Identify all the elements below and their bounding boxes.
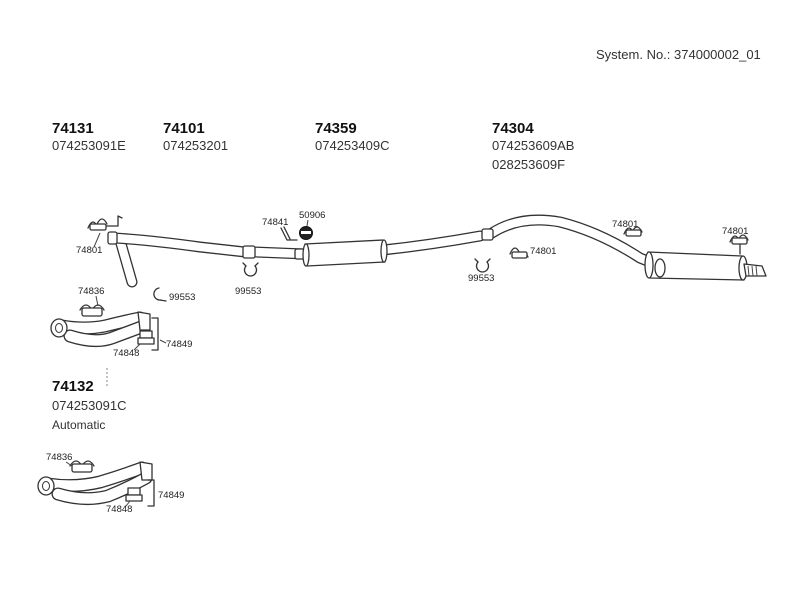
- callout-mount-mid: 74801: [530, 246, 556, 257]
- part-number-front-pipe: 74131: [52, 120, 94, 137]
- ref-number-intermediate-pipe: 074253201: [163, 138, 229, 153]
- clamp-left: [242, 262, 259, 277]
- ref-number-rear-silencer-alt: 028253609F: [492, 157, 566, 172]
- part-number-front-pipe-automatic: 74132: [52, 378, 94, 395]
- callout-bracket-top: 74849: [166, 339, 192, 350]
- gasket-top: [139, 330, 153, 339]
- rubber-mount-rear-1: [623, 226, 643, 237]
- ref-number-front-pipe: 074253091E: [52, 138, 126, 153]
- rubber-mount-rear-2: [729, 234, 749, 255]
- gasket-bottom: [127, 487, 141, 496]
- part-number-middle-silencer: 74359: [315, 120, 357, 137]
- pipe-inlet-front: [107, 231, 118, 245]
- callout-mount-rear-2: 74801: [722, 226, 748, 237]
- callout-gasket-bottom: 74848: [106, 504, 132, 515]
- rubber-mount-front: [87, 215, 123, 231]
- clamp-front: [153, 287, 167, 302]
- part-number-intermediate-pipe: 74101: [163, 120, 205, 137]
- ring-50906: [299, 226, 313, 240]
- callout-flange-top: 74836: [78, 286, 104, 297]
- bracket-bottom: [147, 479, 155, 507]
- callout-mount-rear-1: 74801: [612, 219, 638, 230]
- part-number-rear-silencer: 74304: [492, 120, 534, 137]
- ref-number-middle-silencer: 074253409C: [315, 138, 390, 153]
- callout-clamp-front: 99553: [169, 292, 195, 303]
- automatic-manifold-pipe: [37, 460, 155, 507]
- callout-gasket-top: 74848: [113, 348, 139, 359]
- ref-number-rear-silencer: 074253609AB: [492, 138, 575, 153]
- middle-silencer: [302, 239, 388, 267]
- callout-bracket-bottom: 74849: [158, 490, 184, 501]
- rear-silencer: [644, 251, 767, 281]
- callout-flange-bottom: 74836: [46, 452, 72, 463]
- callout-clamp-left: 99553: [235, 286, 261, 297]
- rubber-mount-mid: [509, 247, 529, 259]
- pipe-joint-left: [242, 245, 256, 259]
- callout-clamp-right: 99553: [468, 273, 494, 284]
- system-number: System. No.: 374000002_01: [596, 47, 761, 62]
- tailpipe: [743, 263, 767, 277]
- variant-note-automatic: Automatic: [52, 418, 106, 432]
- holder-74841: [280, 226, 298, 241]
- callout-holder-mid: 74841: [262, 217, 288, 228]
- main-pipe-run: [107, 214, 767, 288]
- bracket-top: [151, 317, 159, 351]
- pipe-joint-right: [481, 228, 494, 241]
- callout-mount-front: 74801: [76, 245, 102, 256]
- ref-number-front-pipe-automatic: 074253091C: [52, 398, 127, 413]
- clamp-right: [474, 258, 491, 273]
- front-manifold-pipe: [50, 304, 159, 351]
- callout-ring-mid: 50906: [299, 210, 325, 221]
